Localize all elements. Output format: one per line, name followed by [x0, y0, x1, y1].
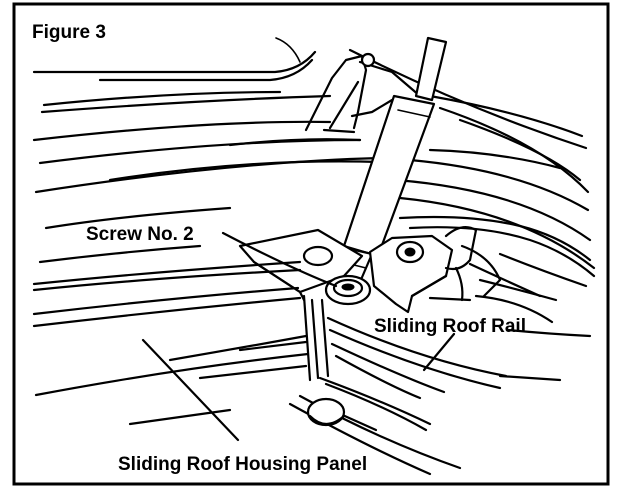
grommet [306, 397, 346, 427]
label-sliding-roof-housing-panel: Sliding Roof Housing Panel [118, 454, 367, 475]
hinge-bracket [304, 52, 422, 134]
figure-border [12, 2, 610, 486]
rail-bracket [368, 234, 454, 314]
leader-screw [221, 231, 338, 288]
leader-housing [141, 338, 240, 442]
label-screw-no-2: Screw No. 2 [86, 224, 194, 245]
sliding-roof-rail [398, 215, 596, 324]
screw-head [324, 274, 372, 306]
leader-rail [422, 332, 456, 372]
roof-outline-lines [32, 37, 596, 270]
label-sliding-roof-rail: Sliding Roof Rail [374, 316, 526, 337]
figure-title: Figure 3 [32, 22, 106, 43]
